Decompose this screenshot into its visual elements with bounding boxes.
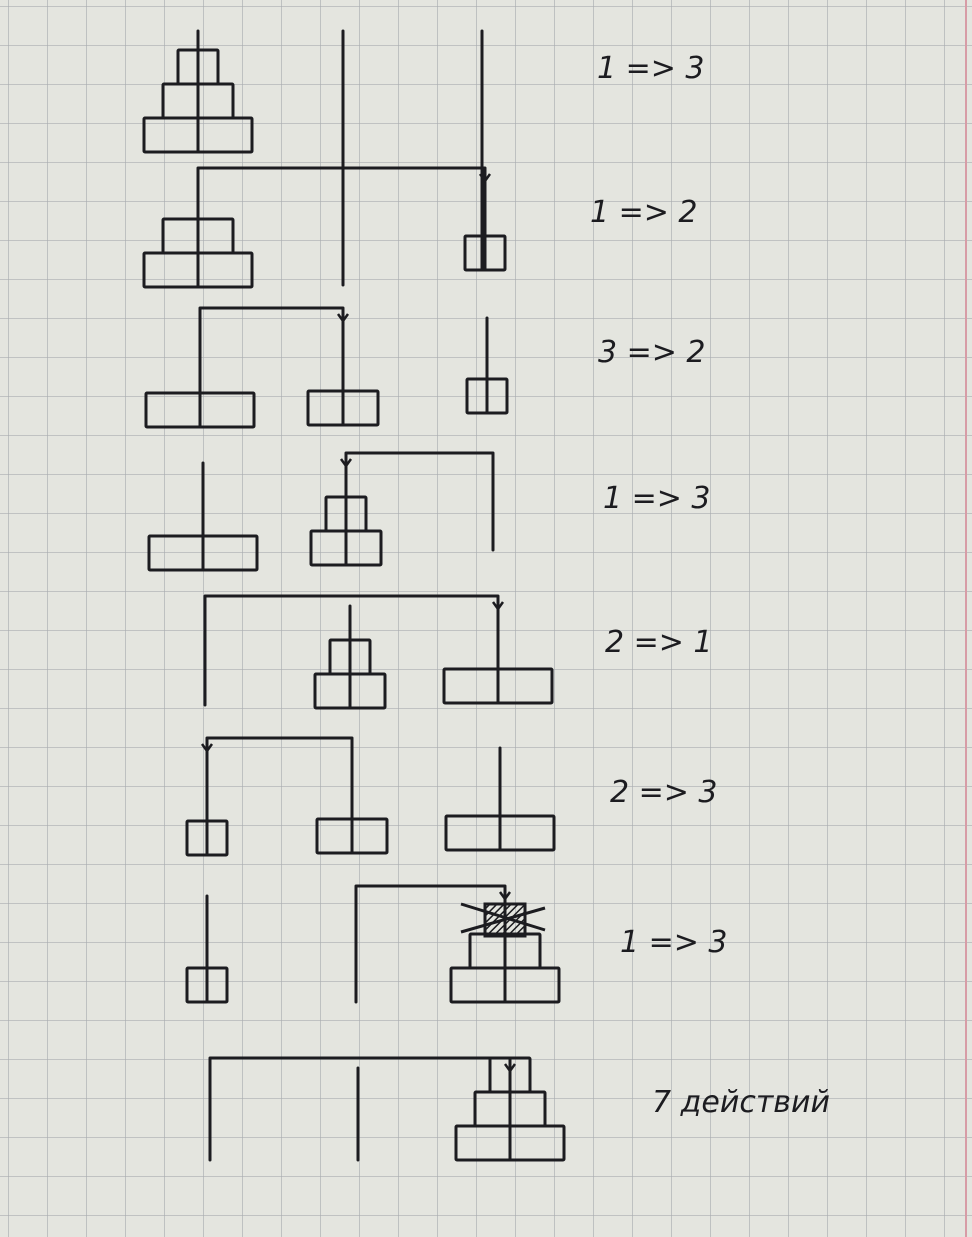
arrow-head (498, 891, 512, 902)
move-arrow (203, 594, 500, 610)
move-label: 2 => 1 (605, 625, 713, 660)
move-4: 1 => 3 (203, 481, 711, 612)
arrow-head (336, 313, 350, 324)
diagram-stage: 1 => 3 1 => 2 3 => 2 1 => 3 2 => 1 2 => 3 1 =>… (142, 29, 830, 1162)
total-moves-label: 7 действий (652, 1085, 830, 1120)
arrow-head (491, 601, 505, 612)
arrow-head (503, 1063, 517, 1074)
move-arrow (205, 736, 354, 752)
cross-line (460, 906, 546, 934)
move-1: 1 => 3 (196, 51, 705, 184)
move-label: 2 => 3 (610, 775, 718, 810)
move-label: 1 => 3 (603, 481, 711, 516)
tower-state-4 (147, 461, 495, 572)
move-arrow (354, 884, 507, 900)
move-label: 3 => 2 (598, 335, 706, 370)
tower-state-6 (185, 746, 556, 857)
move-label: 1 => 3 (620, 925, 728, 960)
move-label: 1 => 2 (590, 195, 698, 230)
tower-state-1 (142, 29, 484, 287)
tower-state-2 (142, 176, 507, 289)
move-arrow (198, 306, 345, 322)
move-label: 1 => 3 (597, 51, 705, 86)
move-arrow (196, 166, 487, 182)
move-7: 1 => 3 (208, 925, 728, 1074)
tower-state-7 (185, 894, 561, 1004)
arrow-head (478, 173, 492, 184)
move-6: 2 => 3 (354, 775, 718, 902)
cross-line (460, 902, 546, 932)
tower-state-3 (144, 316, 509, 429)
move-5: 2 => 1 (200, 625, 713, 754)
move-arrow (208, 1056, 512, 1072)
move-arrow (344, 451, 495, 467)
arrow-head (200, 743, 214, 754)
arrow-head (339, 458, 353, 469)
tower-state-5 (203, 604, 554, 710)
move-3: 3 => 2 (339, 335, 706, 469)
move-2: 1 => 2 (198, 195, 698, 324)
